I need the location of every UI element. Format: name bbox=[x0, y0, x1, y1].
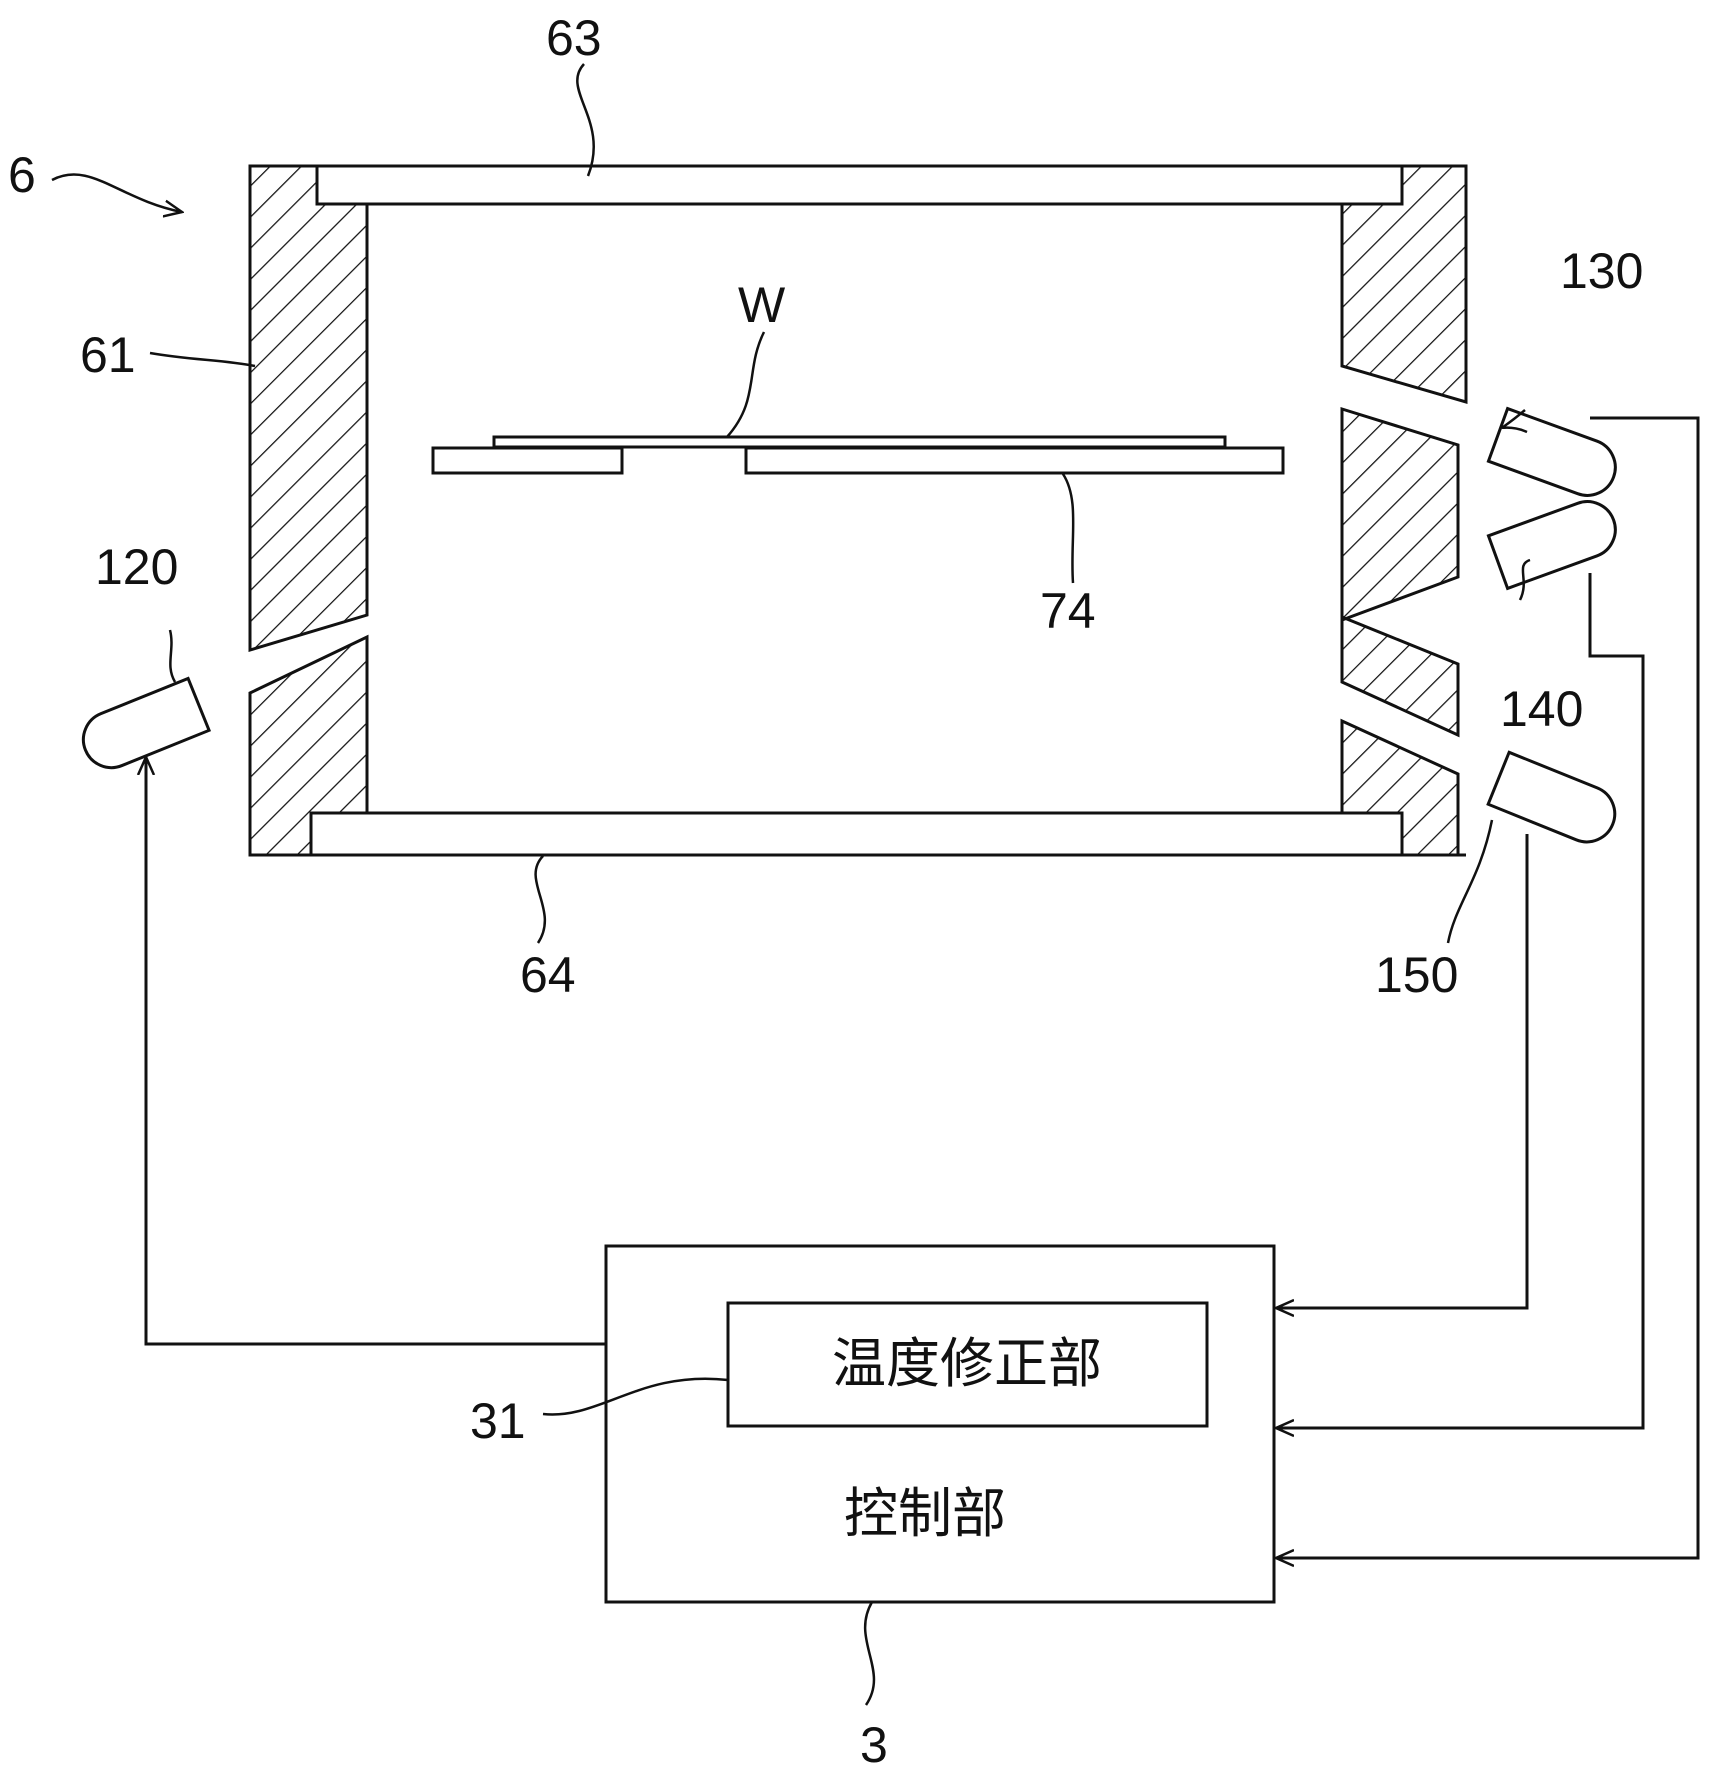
chamber-wall-right-mid-lower bbox=[1340, 614, 1460, 738]
label-6: 6 bbox=[8, 147, 36, 203]
label-120: 120 bbox=[95, 539, 178, 595]
leader-lines bbox=[149, 63, 1531, 1706]
sensor-150 bbox=[1486, 750, 1617, 844]
susceptor-right bbox=[744, 446, 1285, 475]
sensor-120 bbox=[81, 676, 212, 770]
chamber bbox=[248, 164, 1468, 857]
susceptor-left bbox=[431, 446, 624, 475]
top-window bbox=[315, 164, 1404, 206]
chamber-wall-left-upper bbox=[248, 164, 369, 653]
bottom-window bbox=[309, 811, 1404, 857]
label-130: 130 bbox=[1560, 243, 1643, 299]
label-61: 61 bbox=[80, 327, 136, 383]
controller-label: 控制部 bbox=[844, 1482, 1006, 1545]
correction-unit-label: 温度修正部 bbox=[832, 1332, 1102, 1395]
label-140: 140 bbox=[1500, 681, 1583, 737]
label-31: 31 bbox=[470, 1393, 526, 1449]
signal-lines bbox=[51, 173, 1700, 1558]
label-74: 74 bbox=[1040, 583, 1096, 639]
susceptor-assembly bbox=[431, 435, 1285, 475]
label-64: 64 bbox=[520, 947, 576, 1003]
label-150: 150 bbox=[1375, 947, 1458, 1003]
correction-unit-block bbox=[726, 1301, 1209, 1428]
label-3: 3 bbox=[860, 1717, 888, 1773]
label-63: 63 bbox=[546, 10, 602, 66]
label-w: W bbox=[738, 277, 786, 333]
chamber-wall-right-mid-upper bbox=[1340, 406, 1460, 623]
sensor-140 bbox=[1486, 500, 1617, 591]
wafer bbox=[492, 435, 1227, 449]
